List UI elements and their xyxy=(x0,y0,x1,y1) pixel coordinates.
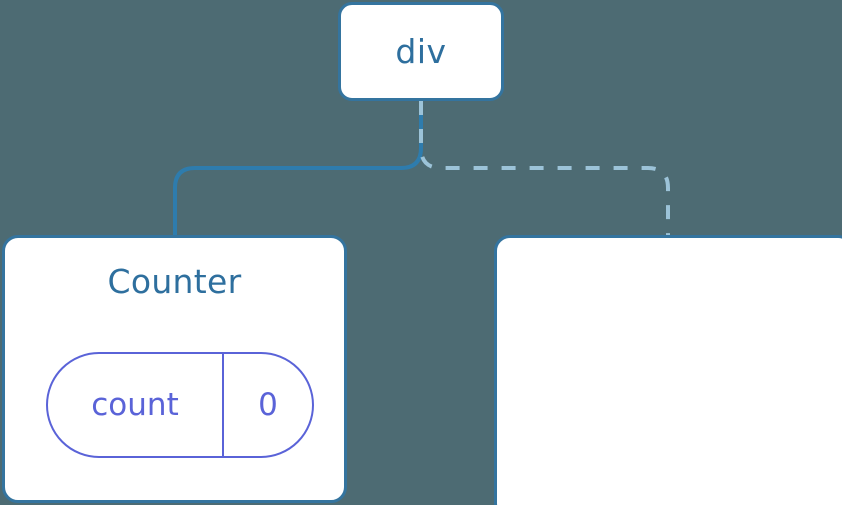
state-pill-count[interactable]: count 0 xyxy=(46,352,314,458)
edge-div-to-counter xyxy=(173,99,423,238)
edge-div-to-sparkle xyxy=(419,101,670,236)
state-pill-value: 0 xyxy=(258,386,278,423)
node-sparkle[interactable] xyxy=(494,235,842,505)
sparkle-burst-icon xyxy=(497,238,842,505)
node-counter[interactable]: Counter count 0 xyxy=(2,235,347,503)
node-div-label: div xyxy=(395,32,447,71)
state-pill-key: count xyxy=(48,354,224,456)
node-counter-label: Counter xyxy=(107,262,242,301)
node-div[interactable]: div xyxy=(338,2,504,101)
